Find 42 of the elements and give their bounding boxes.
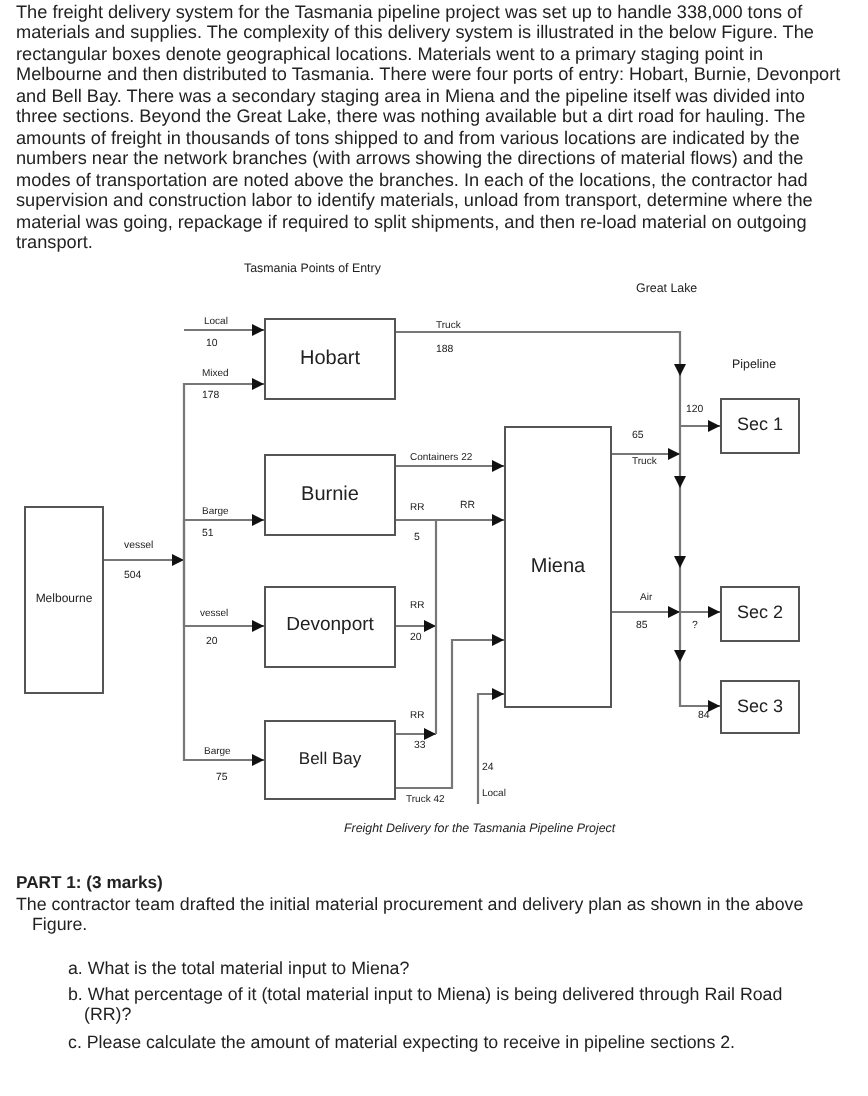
location-name: Devonport bbox=[286, 616, 374, 638]
arrow bbox=[680, 420, 720, 432]
location-box bbox=[24, 506, 104, 694]
arrow bbox=[476, 688, 504, 804]
arrow bbox=[396, 620, 436, 632]
arrow bbox=[436, 514, 504, 526]
question-text: The contractor team drafted the initial material procurement and delivery plan as shown in the above Figure. bbox=[16, 894, 806, 934]
arrow bbox=[674, 426, 686, 488]
arrow bbox=[674, 612, 686, 662]
arrow bbox=[104, 554, 184, 566]
arrow bbox=[396, 728, 436, 740]
question-text: a. What is the total material input to Miena? bbox=[68, 958, 412, 978]
location-name: Sec 3 bbox=[736, 697, 783, 717]
location-box bbox=[504, 426, 612, 708]
location-name: Sec 1 bbox=[736, 416, 783, 436]
arrow bbox=[674, 488, 686, 568]
arrow bbox=[612, 606, 680, 618]
location-box bbox=[720, 680, 800, 734]
intro-paragraph: The freight delivery system for the Tasmania pipeline project was set up to handle 338,000 tons of materials and supplies. The complexity of this delivery system is illustrated in the below Figure. The rectangular boxes denote geographical locations. Materials went to a primary staging point in Melbourne and then distributed to Tasmania. There were four ports of entry: Hobart, Burnie, Devonport and Bell Bay. There was a secondary staging area in Miena and the pipeline itself was divided into three sections. Beyond the Great Lake, there was nothing available but a dirt road for hauling. The amounts of freight in thousands of tons shipped to and from various locations are indicated by the numbers near the network branches (with arrows showing the directions of material flows) and the modes of transportation are noted above the branches. In each of the locations, the contractor had supervision and construction labor to identify materials, unload from transport, determine where the material was going, repackage if required to split shipments, and then re-load material on outgoing transport. bbox=[16, 2, 843, 253]
arrow bbox=[612, 448, 680, 460]
arrow bbox=[396, 460, 504, 472]
location-name: Burnie bbox=[301, 484, 359, 506]
arrow bbox=[184, 324, 264, 336]
location-box bbox=[720, 398, 800, 454]
arrow bbox=[680, 606, 720, 618]
location-box bbox=[264, 586, 396, 668]
question-text: c. Please calculate the amount of material expecting to receive in pipeline sections 2. bbox=[68, 1032, 737, 1052]
location-name: Hobart bbox=[299, 348, 360, 370]
location-box bbox=[264, 454, 396, 536]
location-name: Sec 2 bbox=[736, 604, 783, 624]
location-name: Miena bbox=[530, 556, 586, 578]
arrow bbox=[182, 560, 264, 766]
location-box bbox=[264, 318, 396, 400]
location-box bbox=[264, 720, 396, 800]
arrow bbox=[678, 662, 720, 712]
location-box bbox=[720, 586, 800, 642]
question-heading: PART 1: (3 marks) bbox=[16, 872, 165, 892]
location-name: Bell Bay bbox=[298, 750, 362, 770]
question-text: b. What percentage of it (total material input to Miena) is being delivered through Rail Road (RR)? bbox=[68, 984, 785, 1024]
arrow bbox=[182, 514, 264, 560]
arrow bbox=[396, 330, 686, 376]
arrow bbox=[396, 634, 504, 790]
